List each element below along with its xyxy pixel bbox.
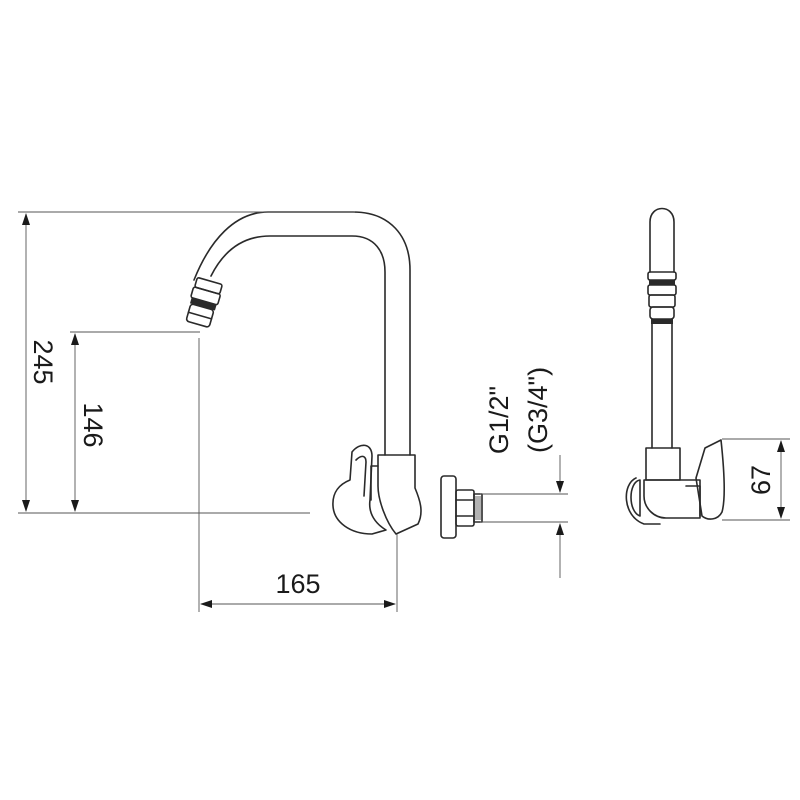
- dim-165-label: 165: [275, 569, 320, 599]
- side-dimension: [722, 438, 790, 521]
- side-spout-top: [649, 207, 675, 273]
- side-wall-flange: [630, 479, 641, 517]
- thread-primary-label: G1/2": [484, 386, 514, 454]
- wall-flange: [440, 475, 457, 539]
- dim-67-label: 67: [746, 465, 776, 495]
- valve-body: [377, 454, 422, 535]
- side-view: [625, 207, 726, 525]
- aerator: [185, 277, 223, 328]
- thread-connector: [473, 493, 483, 523]
- dim-146-label: 146: [78, 402, 108, 447]
- side-valve-body: [645, 447, 681, 481]
- front-view: [185, 211, 483, 539]
- side-aerator: [647, 271, 677, 324]
- thread-alternate-label: (G3/4"): [523, 367, 553, 453]
- dim-245-label: 245: [28, 339, 58, 384]
- dimension-lines: [18, 211, 568, 612]
- spout-inner-line: [210, 235, 386, 456]
- side-lever-handle: [695, 439, 726, 520]
- lever-handle: [332, 444, 387, 535]
- lever-handle-inner: [355, 455, 367, 497]
- spout-outer-line: [193, 211, 411, 456]
- hex-nut: [455, 489, 475, 527]
